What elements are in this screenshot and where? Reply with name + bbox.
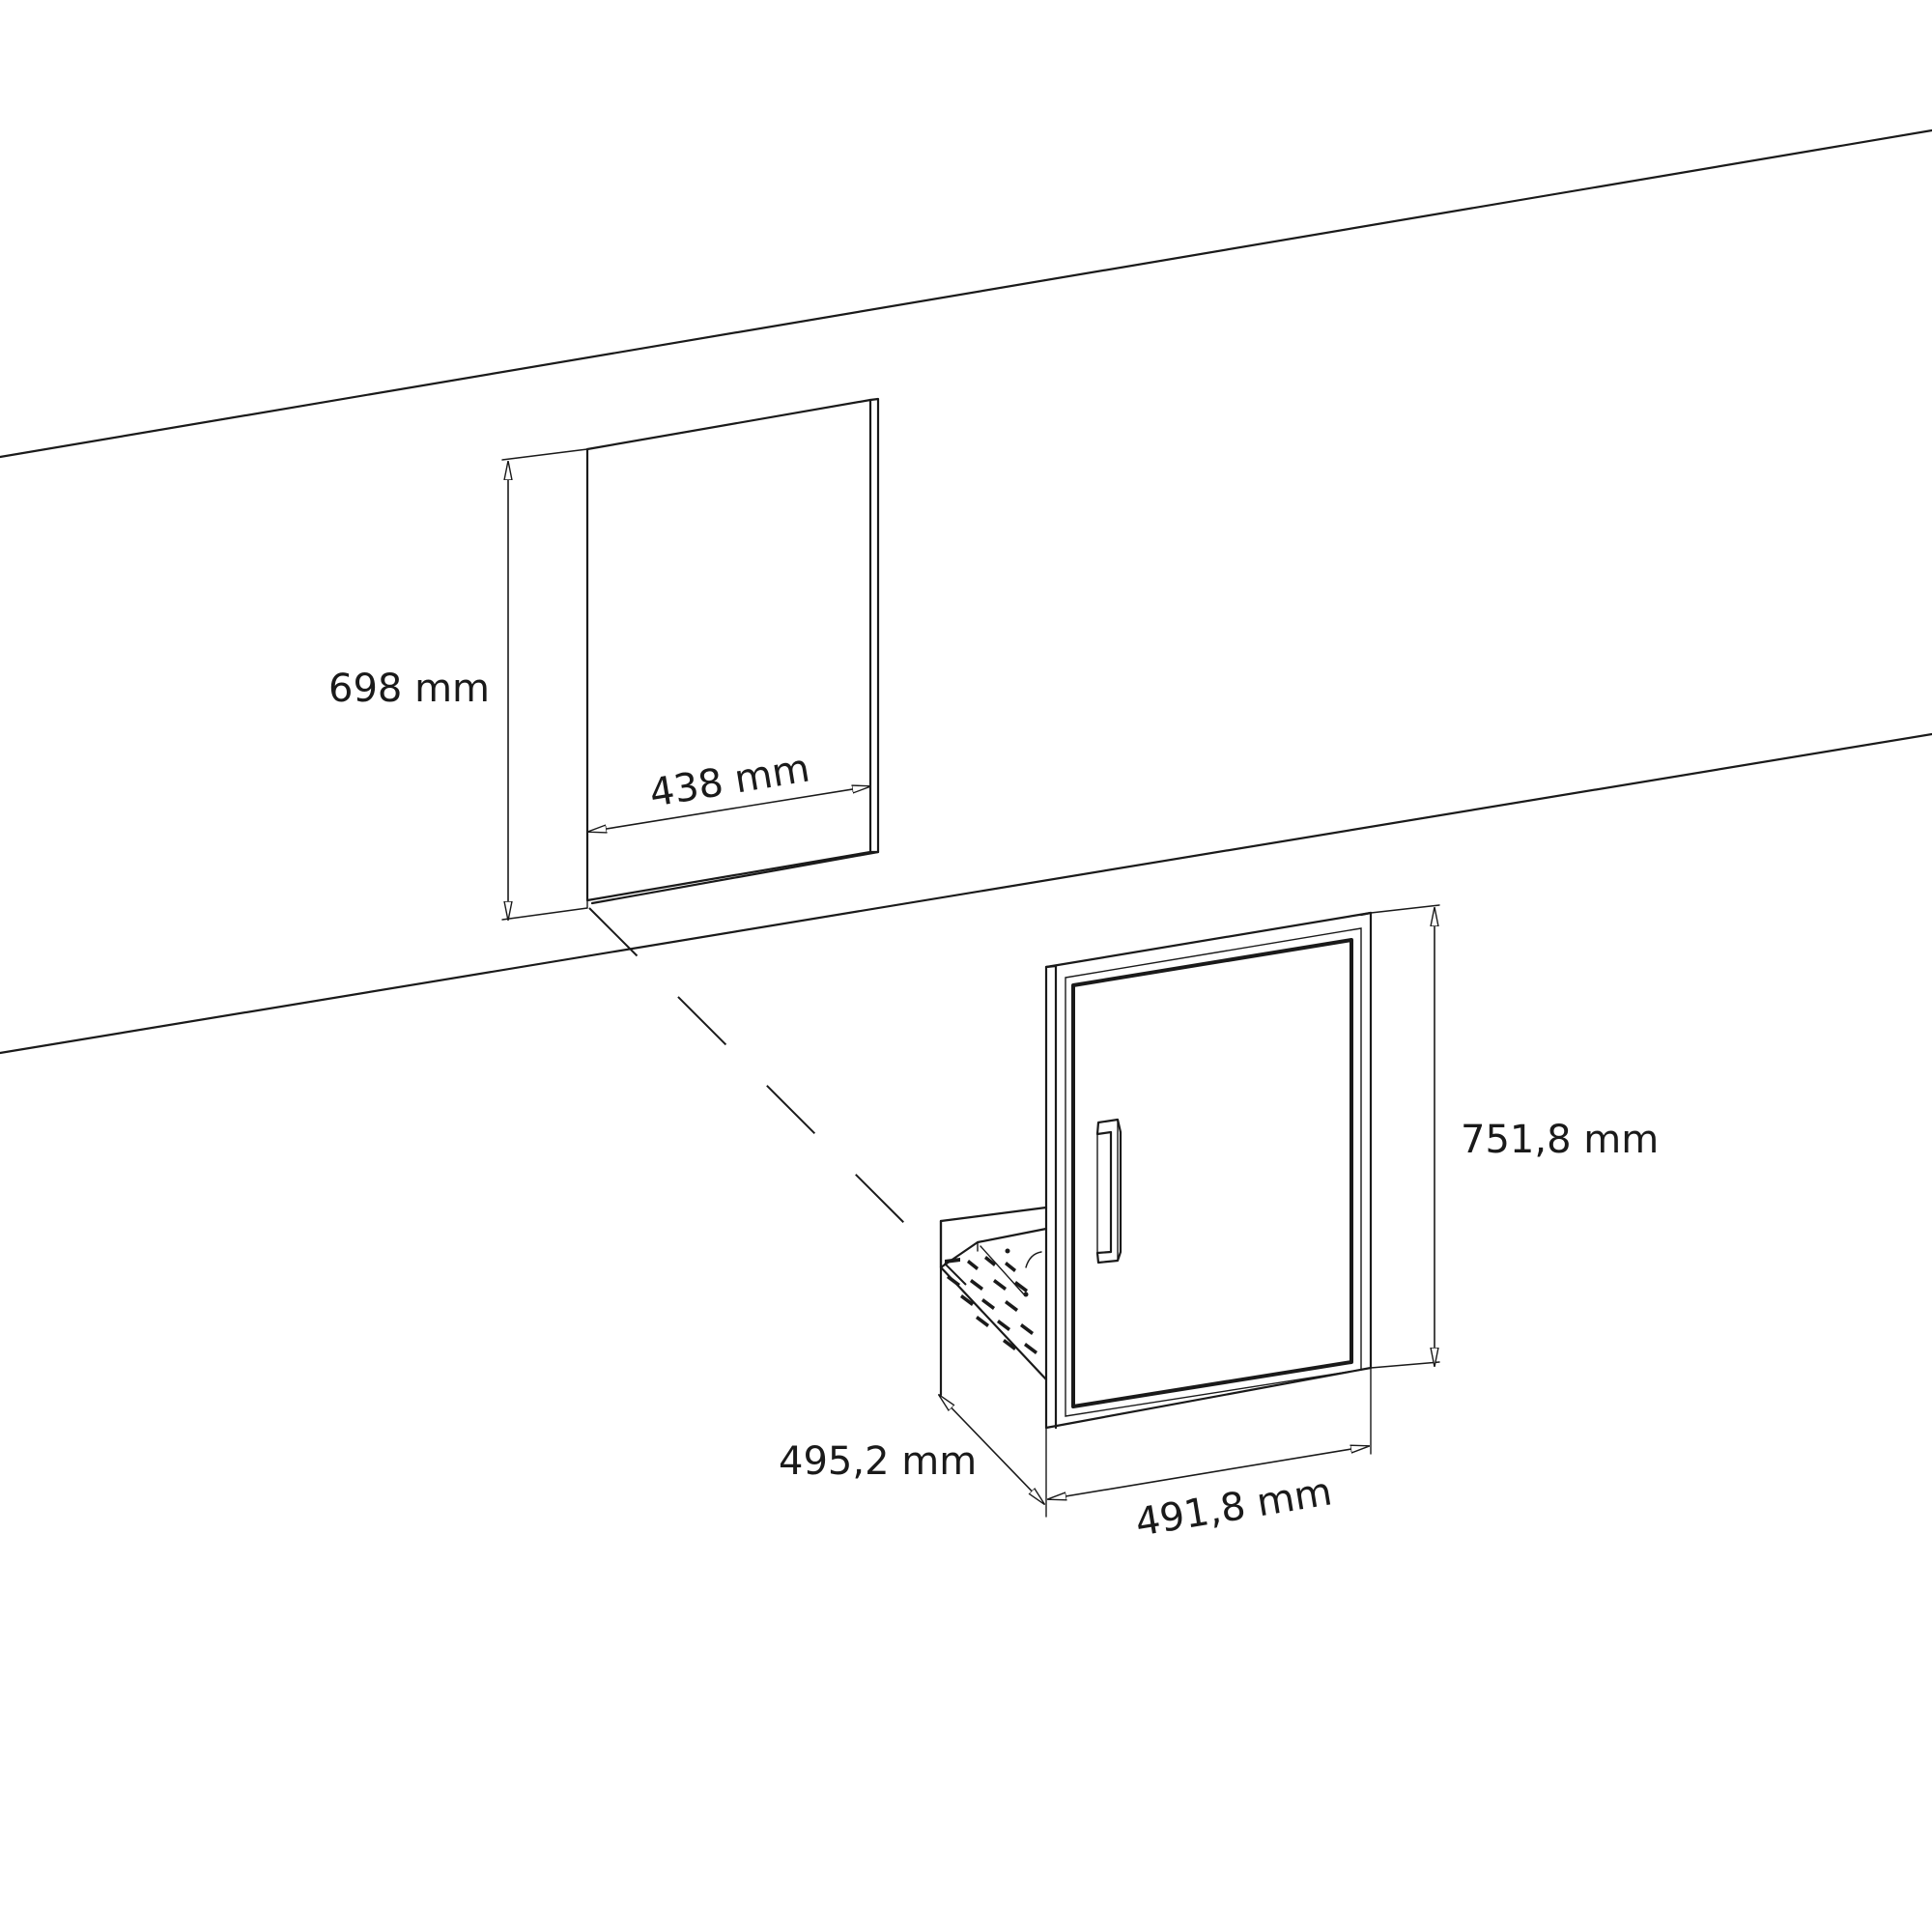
cutout-height-dimension: 698 mm [328,448,588,920]
unit-depth-dimension: 495,2 mm [779,1395,1044,1504]
cabinet-bottom-edge [0,732,1932,1055]
unit-front-frame [1044,911,1373,1430]
unit-height-dimension: 751,8 mm [1370,904,1659,1369]
unit-door [1065,927,1362,1417]
unit-body-side [939,1206,1048,1397]
cabinet-top-edge [0,128,1932,459]
insertion-path-line [588,907,967,1286]
ventilation-slots [945,1248,1037,1354]
door-handle [1095,1118,1122,1264]
unit-depth-label: 495,2 mm [779,1439,977,1484]
cutout-height-label: 698 mm [328,667,490,711]
refrigerator-unit [939,911,1373,1430]
cutout-opening [585,397,880,905]
cutout-width-label: 438 mm [646,746,812,815]
cabinet-outline [0,128,1932,1055]
unit-width-dimension: 491,8 mm [1045,1367,1372,1546]
unit-height-label: 751,8 mm [1461,1118,1659,1162]
cutout-width-dimension: 438 mm [586,746,870,909]
